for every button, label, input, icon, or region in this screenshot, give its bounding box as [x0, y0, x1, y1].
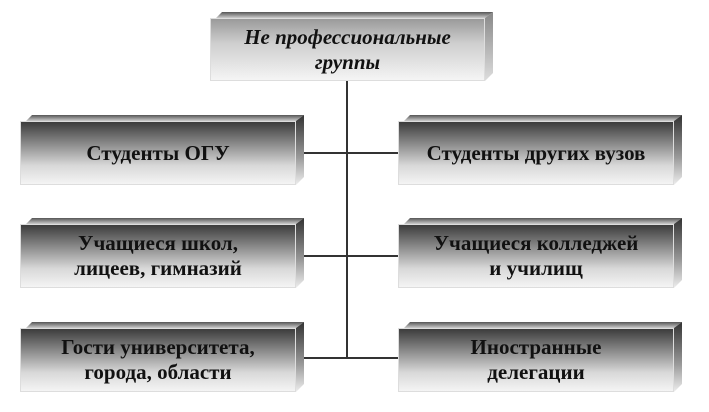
node-students-ogu: Студенты ОГУ — [20, 115, 304, 185]
node-other-students: Студенты других вузов — [398, 115, 682, 185]
connector-trunk — [346, 80, 348, 358]
node-label: Гости университета, — [61, 335, 255, 359]
connector-row-2 — [300, 255, 400, 257]
node-label: города, области — [84, 360, 232, 384]
node-label: Учащиеся колледжей — [433, 231, 639, 255]
connector-row-3 — [300, 357, 400, 359]
node-label: Иностранные — [470, 335, 602, 359]
node-label: делегации — [487, 360, 585, 384]
node-guests: Гости университета,города, области — [20, 322, 304, 392]
node-label: Студенты ОГУ — [86, 140, 230, 165]
connector-row-1 — [300, 152, 400, 154]
node-label: и училищ — [489, 256, 583, 280]
node-label: лицеев, гимназий — [74, 256, 242, 280]
root-line-2: группы — [314, 49, 381, 74]
node-school-pupils: Учащиеся школ,лицеев, гимназий — [20, 218, 304, 288]
node-label: Студенты других вузов — [426, 140, 646, 165]
root-line-1: Не профессиональные — [244, 24, 451, 49]
node-label: Учащиеся школ, — [78, 231, 238, 255]
